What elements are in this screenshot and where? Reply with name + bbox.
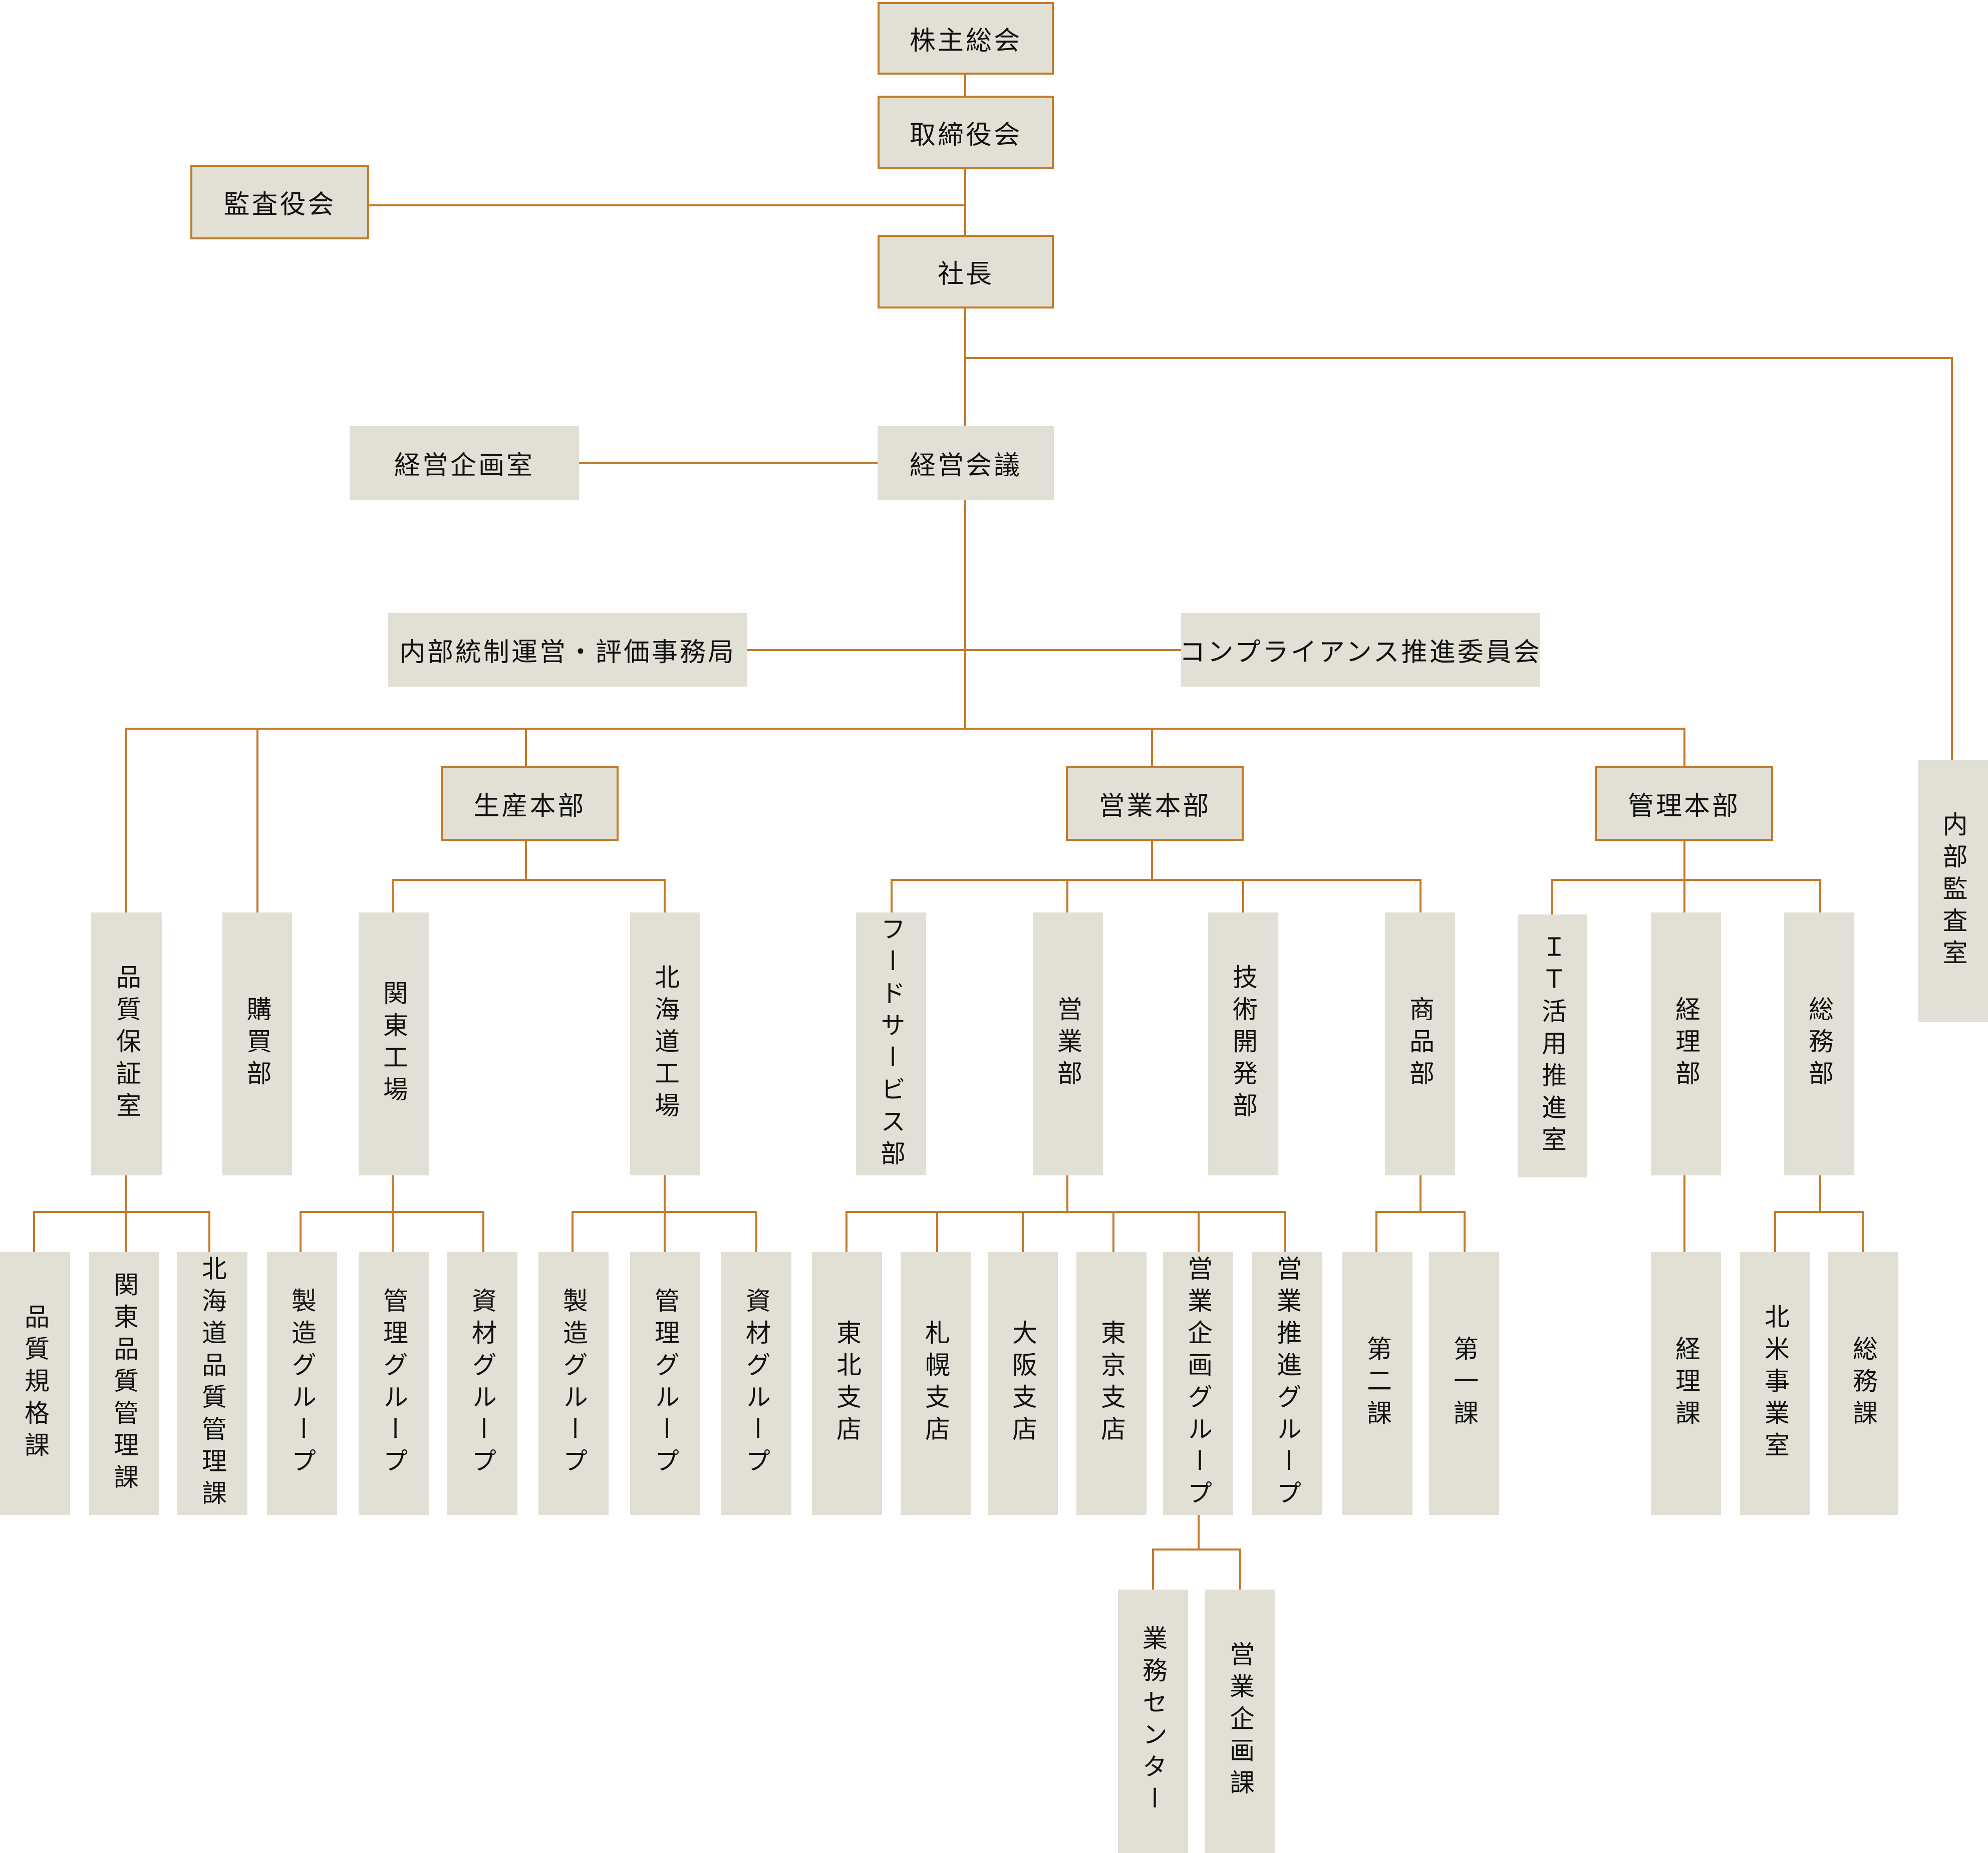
node-sales-promotion-group[interactable]: 営業推進グループ [1252, 1252, 1322, 1515]
node-sales-dept[interactable]: 営業部 [1033, 912, 1103, 1175]
node-north-america[interactable]: 北米事業室 [1740, 1252, 1810, 1515]
node-label: 管理グループ [651, 1287, 680, 1480]
node-label: 営業本部 [1098, 791, 1211, 821]
node-label: 商品部 [1405, 996, 1435, 1092]
node-general-affairs-dept[interactable]: 総務部 [1784, 912, 1854, 1175]
node-label: 資材グループ [468, 1287, 497, 1480]
node-label: コンプライアンス推進委員会 [1179, 638, 1542, 668]
node-label: 営業企画課 [1226, 1641, 1255, 1801]
node-label: 管理本部 [1627, 791, 1740, 821]
node-kanto-manufacturing[interactable]: 製造グループ [267, 1252, 337, 1515]
node-food-service[interactable]: フードサービス部 [856, 912, 926, 1175]
node-internal-control-office[interactable]: 内部統制運営・評価事務局 [388, 613, 747, 687]
node-accounting-dept[interactable]: 経理部 [1651, 912, 1721, 1175]
node-production-hq[interactable]: 生産本部 [441, 766, 619, 841]
node-kanto-management[interactable]: 管理グループ [359, 1252, 429, 1515]
node-rnd[interactable]: 技術開発部 [1208, 912, 1278, 1175]
node-label: 北海道工場 [651, 964, 680, 1124]
node-president[interactable]: 社長 [878, 235, 1054, 308]
node-label: 営業部 [1053, 996, 1082, 1092]
node-accounting-section[interactable]: 経理課 [1651, 1252, 1721, 1515]
node-general-affairs-section[interactable]: 総務課 [1828, 1252, 1898, 1515]
node-label: 関東品質管理課 [110, 1271, 139, 1496]
node-shareholders-meeting[interactable]: 株主総会 [878, 2, 1054, 75]
node-label: 管理グループ [379, 1287, 408, 1480]
node-qa-hokkaido[interactable]: 北海道品質管理課 [177, 1252, 247, 1515]
node-label: 東京支店 [1097, 1319, 1126, 1448]
node-label: 内部統制運営・評価事務局 [399, 638, 736, 668]
node-label: 経営企画室 [394, 451, 534, 481]
node-label: 品質規格課 [21, 1303, 50, 1464]
node-label: 第二課 [1363, 1335, 1392, 1432]
node-qa-kanto[interactable]: 関東品質管理課 [89, 1252, 159, 1515]
node-kanto-plant[interactable]: 関東工場 [359, 912, 429, 1175]
node-label: 内部監査室 [1938, 811, 1968, 972]
node-board-of-directors[interactable]: 取締役会 [878, 96, 1054, 169]
node-label: 製造グループ [288, 1287, 317, 1480]
node-label: 経営会議 [909, 451, 1022, 481]
node-label: 資材グループ [742, 1287, 771, 1480]
node-label: 技術開発部 [1229, 964, 1258, 1124]
node-label: 営業推進グループ [1273, 1255, 1302, 1512]
node-hokkaido-management[interactable]: 管理グループ [630, 1252, 700, 1515]
node-label: 経理部 [1671, 996, 1700, 1092]
node-label: 購買部 [242, 996, 272, 1092]
node-qa-standards[interactable]: 品質規格課 [0, 1252, 70, 1515]
node-label: 第一課 [1450, 1335, 1479, 1432]
node-audit-board[interactable]: 監査役会 [190, 165, 369, 239]
node-purchasing[interactable]: 購買部 [222, 912, 292, 1175]
node-label: 監査役会 [223, 190, 336, 220]
node-label: 製造グループ [559, 1287, 588, 1480]
node-sales-planning-group[interactable]: 営業企画グループ [1163, 1252, 1233, 1515]
node-admin-hq[interactable]: 管理本部 [1595, 766, 1773, 841]
node-kanto-materials[interactable]: 資材グループ [447, 1252, 517, 1515]
node-label: ＩＴ活用推進室 [1538, 934, 1567, 1158]
node-products-dept[interactable]: 商品部 [1385, 912, 1455, 1175]
node-label: 取締役会 [909, 120, 1022, 150]
node-label: 北海道品質管理課 [198, 1255, 227, 1512]
node-label: 業務センター [1139, 1625, 1168, 1817]
node-tokyo-branch[interactable]: 東京支店 [1076, 1252, 1147, 1515]
node-corporate-planning[interactable]: 経営企画室 [350, 426, 579, 500]
node-quality-assurance[interactable]: 品質保証室 [91, 912, 162, 1175]
node-hokkaido-materials[interactable]: 資材グループ [721, 1252, 791, 1515]
node-operations-center[interactable]: 業務センター [1118, 1590, 1188, 1853]
node-label: フードサービス部 [877, 915, 906, 1172]
node-internal-audit[interactable]: 内部監査室 [1918, 760, 1988, 1022]
node-hokkaido-plant[interactable]: 北海道工場 [630, 912, 700, 1175]
node-label: 営業企画グループ [1184, 1255, 1213, 1512]
node-label: 総務課 [1849, 1335, 1878, 1432]
node-hokkaido-manufacturing[interactable]: 製造グループ [538, 1252, 609, 1515]
node-sales-planning-section[interactable]: 営業企画課 [1205, 1590, 1275, 1853]
node-label: 東北支店 [832, 1319, 862, 1448]
node-label: 北米事業室 [1761, 1303, 1790, 1464]
node-label: 関東工場 [379, 980, 408, 1108]
node-tohoku-branch[interactable]: 東北支店 [812, 1252, 882, 1515]
node-label: 生産本部 [473, 791, 586, 821]
node-section-2[interactable]: 第二課 [1342, 1252, 1412, 1515]
node-label: 社長 [937, 259, 994, 289]
node-it-promotion[interactable]: ＩＴ活用推進室 [1518, 914, 1587, 1177]
node-label: 経理課 [1671, 1335, 1700, 1432]
node-sales-hq[interactable]: 営業本部 [1066, 766, 1244, 841]
node-sapporo-branch[interactable]: 札幌支店 [901, 1252, 971, 1515]
node-label: 大阪支店 [1008, 1319, 1037, 1448]
node-osaka-branch[interactable]: 大阪支店 [988, 1252, 1058, 1515]
node-section-1[interactable]: 第一課 [1429, 1252, 1499, 1515]
node-label: 総務部 [1805, 996, 1834, 1092]
node-label: 品質保証室 [112, 964, 141, 1124]
node-label: 札幌支店 [921, 1319, 950, 1448]
node-compliance-committee[interactable]: コンプライアンス推進委員会 [1179, 613, 1542, 687]
node-management-meeting[interactable]: 経営会議 [878, 426, 1054, 500]
node-label: 株主総会 [909, 26, 1022, 56]
